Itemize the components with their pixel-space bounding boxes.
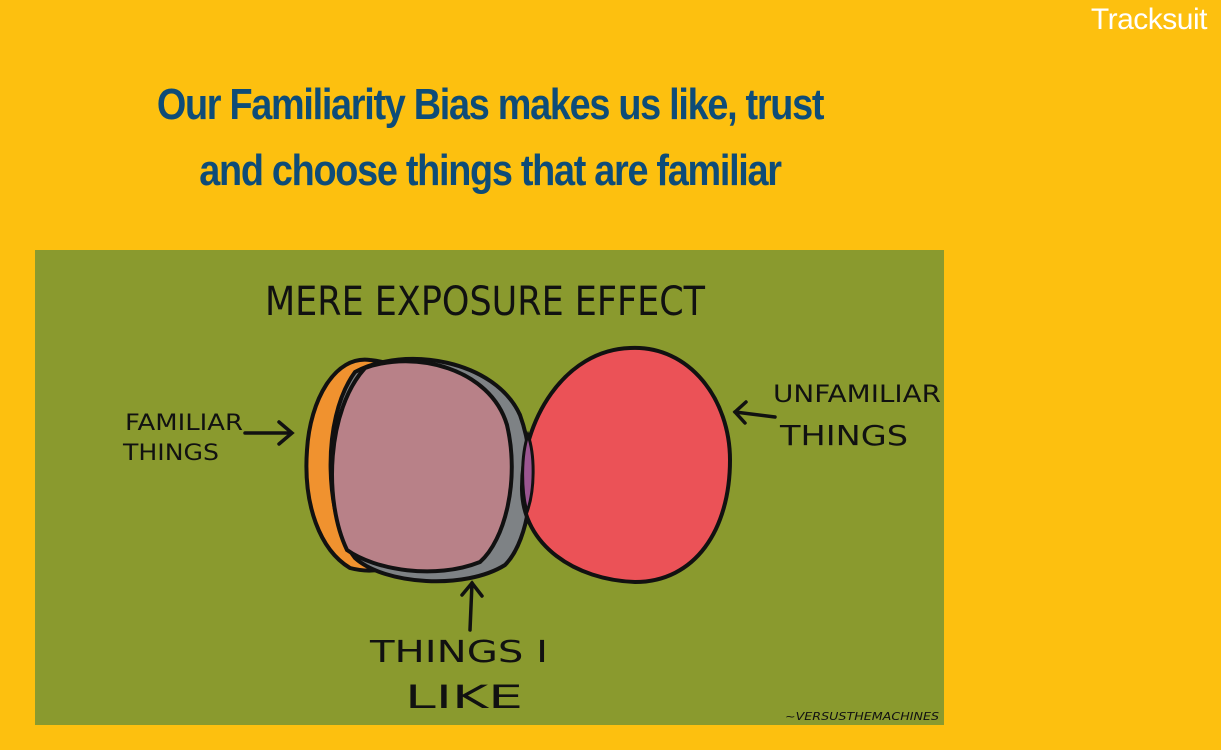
artist-credit: ~VERSUSTHEMACHINES <box>785 710 939 723</box>
familiar-label-line-2: THINGS <box>122 441 219 466</box>
title-line-1: Our Familiarity Bias makes us like, trus… <box>156 80 825 129</box>
things-i-like-label-line-2: LIKE <box>405 678 523 716</box>
unfamiliar-label-line-1: UNFAMILIAR <box>773 380 941 408</box>
like-unfamiliar-overlap <box>521 430 535 517</box>
diagram-heading: MERE EXPOSURE EFFECT <box>265 279 705 325</box>
venn-diagram: MERE EXPOSURE EFFECT FAMILIAR THINGS UNF… <box>122 279 941 723</box>
title-line-2: and choose things that are familiar <box>199 146 782 195</box>
familiar-like-overlap <box>330 359 514 574</box>
unfamiliar-label-line-2: THINGS <box>779 419 908 452</box>
brand-logo: Tracksuit <box>1090 3 1208 36</box>
unfamiliar-things-blob <box>519 345 733 585</box>
unfamiliar-arrow-icon <box>732 400 777 425</box>
things-i-like-arrow-icon <box>460 580 484 632</box>
page-title: Our Familiarity Bias makes us like, trus… <box>120 72 860 204</box>
mere-exposure-illustration: MERE EXPOSURE EFFECT FAMILIAR THINGS UNF… <box>35 250 944 725</box>
familiar-arrow-icon <box>243 420 295 446</box>
familiar-label-line-1: FAMILIAR <box>125 411 243 436</box>
things-i-like-label-line-1: THINGS I <box>369 635 548 670</box>
